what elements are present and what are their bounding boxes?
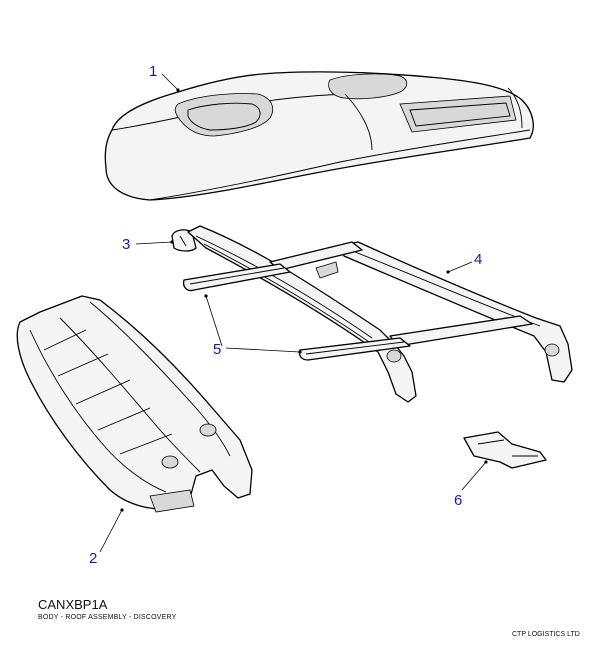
roof-rail-bracket [171, 229, 197, 252]
leader-lines [99, 73, 488, 553]
rear-roof-header [16, 295, 253, 513]
clip-bracket [463, 431, 547, 469]
callout-6: 6 [454, 492, 463, 509]
diagram-subtitle: BODY - ROOF ASSEMBLY - DISCOVERY [38, 614, 177, 621]
diagram-code: CANXBP1A [38, 597, 108, 612]
cross-member [182, 263, 411, 361]
callout-3: 3 [122, 236, 131, 253]
callout-2: 2 [89, 550, 98, 567]
callout-5: 5 [213, 341, 222, 358]
callout-4: 4 [474, 251, 483, 268]
roof-bow-frame [187, 225, 573, 403]
roof-panel [104, 71, 534, 201]
callout-1: 1 [149, 63, 158, 80]
company-name: CTP LOGISTICS LTD [512, 631, 580, 638]
